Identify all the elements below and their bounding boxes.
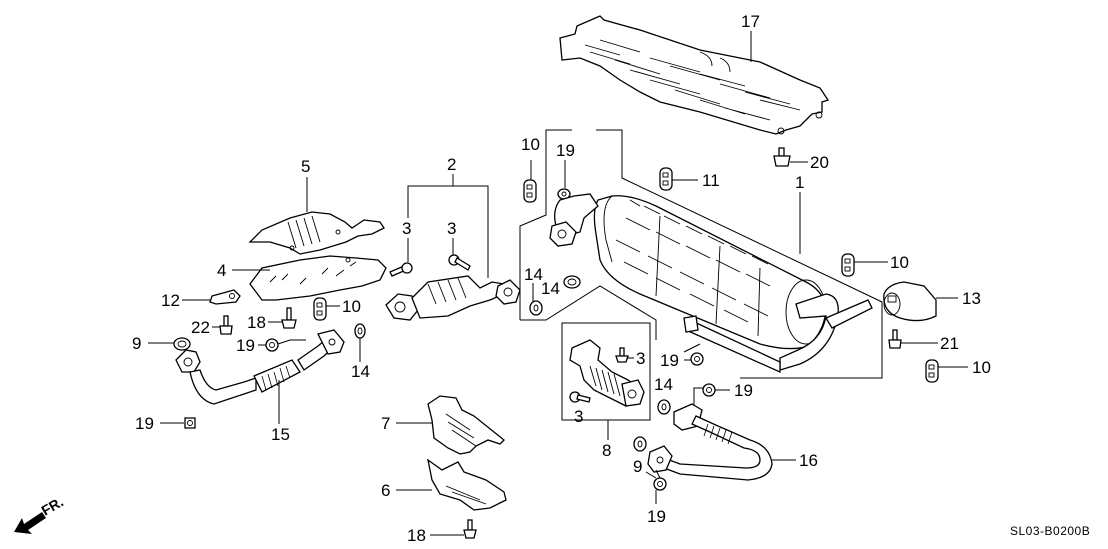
part-20-bolt[interactable] bbox=[773, 147, 791, 167]
part-8-converter[interactable] bbox=[569, 339, 645, 407]
callout-3a: 3 bbox=[402, 219, 411, 238]
callout-19b: 19 bbox=[135, 414, 154, 433]
callout-14d: 14 bbox=[654, 375, 673, 394]
callout-9b: 9 bbox=[633, 457, 642, 476]
part-10-rubber-mount-d[interactable] bbox=[925, 359, 939, 383]
callout-6: 6 bbox=[381, 481, 390, 500]
part-6-heat-shield[interactable] bbox=[427, 458, 507, 511]
part-21-bolt[interactable] bbox=[888, 329, 902, 349]
callout-2: 2 bbox=[447, 155, 456, 174]
callout-12: 12 bbox=[161, 291, 180, 310]
part-3-bolt-d[interactable] bbox=[569, 391, 591, 403]
leader-19a-stud bbox=[277, 339, 306, 345]
group-bracket-1-right bbox=[596, 129, 883, 379]
callout-19d: 19 bbox=[660, 351, 679, 370]
callout-21: 21 bbox=[940, 334, 959, 353]
part-5-upper-heat-shield[interactable] bbox=[248, 211, 385, 255]
part-1-muffler[interactable] bbox=[549, 193, 873, 374]
part-3-bolt-c[interactable] bbox=[615, 347, 629, 363]
callout-11: 11 bbox=[702, 171, 720, 190]
part-14-gasket-d[interactable] bbox=[657, 399, 671, 415]
part-10-rubber-mount-c[interactable] bbox=[841, 253, 855, 277]
part-22-bolt[interactable] bbox=[219, 315, 233, 335]
callout-14c: 14 bbox=[541, 279, 560, 298]
part-18-bolt-upper[interactable] bbox=[281, 307, 297, 329]
leader-19e-stud bbox=[693, 387, 703, 408]
part-16-exhaust-pipe-b[interactable] bbox=[647, 403, 773, 481]
callout-10b: 10 bbox=[521, 135, 540, 154]
part-19-nut-b[interactable] bbox=[184, 417, 196, 429]
part-18-bolt-lower[interactable] bbox=[463, 519, 477, 539]
callout-20: 20 bbox=[810, 153, 829, 172]
part-15-exhaust-pipe-a[interactable] bbox=[175, 329, 345, 405]
part-17-floor-heat-shield[interactable] bbox=[559, 15, 830, 135]
part-19-nut-a[interactable] bbox=[265, 338, 279, 352]
callout-7: 7 bbox=[381, 414, 390, 433]
callout-3d: 3 bbox=[574, 407, 583, 426]
part-19-nut-d[interactable] bbox=[690, 352, 704, 366]
part-13-muffler-tip[interactable] bbox=[883, 281, 937, 322]
callout-10d: 10 bbox=[972, 358, 991, 377]
part-11-rubber-mount[interactable] bbox=[659, 167, 673, 191]
callout-1: 1 bbox=[795, 173, 804, 192]
part-19-nut-f[interactable] bbox=[653, 477, 667, 491]
group-bracket-8 bbox=[561, 322, 651, 421]
part-10-rubber-mount-b[interactable] bbox=[523, 179, 537, 203]
group-bracket-2 bbox=[407, 185, 489, 278]
callout-10a: 10 bbox=[342, 297, 361, 316]
callout-17: 17 bbox=[741, 12, 760, 31]
front-arrow-icon bbox=[14, 512, 46, 534]
part-4-lower-heat-shield[interactable] bbox=[249, 255, 387, 301]
callout-16: 16 bbox=[799, 451, 818, 470]
callout-22: 22 bbox=[191, 318, 210, 337]
callout-19f: 19 bbox=[647, 507, 666, 526]
callout-18b: 18 bbox=[407, 526, 426, 545]
part-12-bracket[interactable] bbox=[209, 289, 241, 305]
callout-19e: 19 bbox=[734, 381, 753, 400]
part-14-gasket-a[interactable] bbox=[354, 323, 366, 339]
callout-19a: 19 bbox=[236, 336, 255, 355]
callout-14b: 14 bbox=[524, 265, 543, 284]
callout-18a: 18 bbox=[247, 313, 266, 332]
part-3-bolt-b[interactable] bbox=[448, 254, 471, 271]
callout-4: 4 bbox=[217, 261, 226, 280]
part-2-catalytic-converter[interactable] bbox=[385, 275, 521, 321]
group-bracket-1-left bbox=[519, 129, 572, 320]
part-14-gasket-c[interactable] bbox=[563, 275, 581, 289]
callout-19c: 19 bbox=[556, 141, 575, 160]
callout-3c: 3 bbox=[636, 349, 645, 368]
callout-10c: 10 bbox=[890, 253, 909, 272]
part-3-bolt-a[interactable] bbox=[389, 262, 413, 277]
part-10-rubber-mount-a[interactable] bbox=[313, 297, 327, 321]
part-14-gasket-b[interactable] bbox=[529, 300, 543, 316]
part-9-gasket-b[interactable] bbox=[633, 436, 647, 452]
callout-14a: 14 bbox=[351, 362, 370, 381]
callout-5: 5 bbox=[301, 157, 310, 176]
callout-3b: 3 bbox=[447, 219, 456, 238]
callout-15: 15 bbox=[271, 425, 290, 444]
leader-19f-stud bbox=[645, 469, 661, 479]
leader-19d-stud bbox=[683, 343, 701, 353]
part-7-heat-shield[interactable] bbox=[427, 395, 505, 455]
group-bracket-1-bottom bbox=[520, 285, 657, 340]
front-direction-indicator: FR. bbox=[14, 493, 66, 534]
drawing-code: SL03-B0200B bbox=[1010, 524, 1090, 538]
callout-9a: 9 bbox=[132, 334, 141, 353]
part-9-gasket-a[interactable] bbox=[173, 337, 191, 351]
part-19-nut-e[interactable] bbox=[702, 383, 716, 397]
callout-13: 13 bbox=[962, 289, 981, 308]
callout-8: 8 bbox=[602, 441, 611, 460]
